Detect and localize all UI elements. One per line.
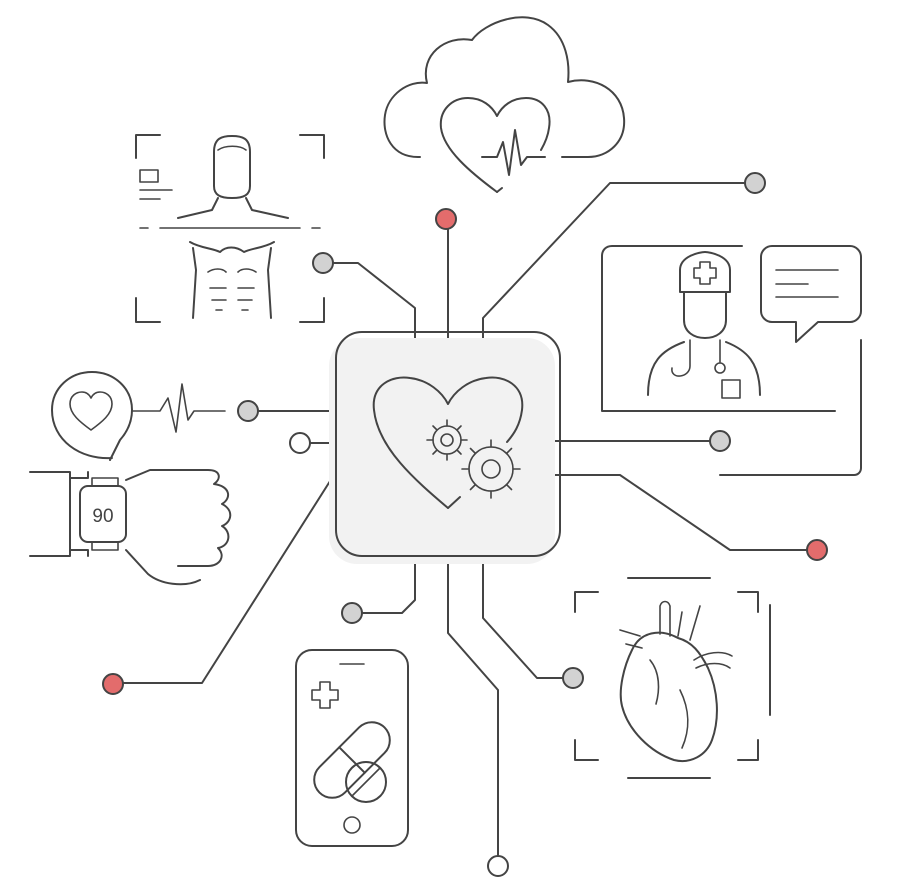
trace-top-left bbox=[332, 262, 416, 346]
pill-phone-icon bbox=[295, 649, 409, 847]
node-left-2 bbox=[289, 432, 311, 454]
smartwatch-heart-rate-icon: 90 bbox=[29, 371, 232, 586]
trace-bottom-right bbox=[482, 544, 564, 679]
trace-nodes bbox=[102, 172, 828, 877]
node-left-1 bbox=[237, 400, 259, 422]
central-chip bbox=[329, 331, 561, 564]
heart-gears-icon bbox=[372, 376, 524, 509]
heart-rate-readout: 90 bbox=[92, 506, 113, 527]
body-scan-icon bbox=[135, 134, 325, 323]
node-bottom-center bbox=[487, 855, 509, 877]
node-top-left bbox=[312, 252, 334, 274]
chip-outline bbox=[335, 331, 561, 557]
chat-bubble-icon bbox=[760, 245, 862, 343]
trace-bottom-left bbox=[361, 544, 416, 614]
watch-face bbox=[79, 485, 127, 543]
trace-top-right bbox=[482, 182, 746, 346]
node-top-right bbox=[744, 172, 766, 194]
trace-left-diag bbox=[121, 477, 351, 684]
anatomical-heart-scan-icon bbox=[574, 577, 771, 779]
node-right-red bbox=[806, 539, 828, 561]
node-right-1 bbox=[709, 430, 731, 452]
node-bottom-right bbox=[562, 667, 584, 689]
chip-shadow bbox=[329, 338, 555, 564]
node-bottom-left bbox=[341, 602, 363, 624]
trace-bottom-center bbox=[447, 544, 499, 859]
doctor-video-call-icon bbox=[601, 245, 862, 476]
cloud-heart-icon bbox=[383, 16, 626, 193]
node-top-red bbox=[435, 208, 457, 230]
trace-right-2 bbox=[547, 474, 809, 551]
node-left-red bbox=[102, 673, 124, 695]
